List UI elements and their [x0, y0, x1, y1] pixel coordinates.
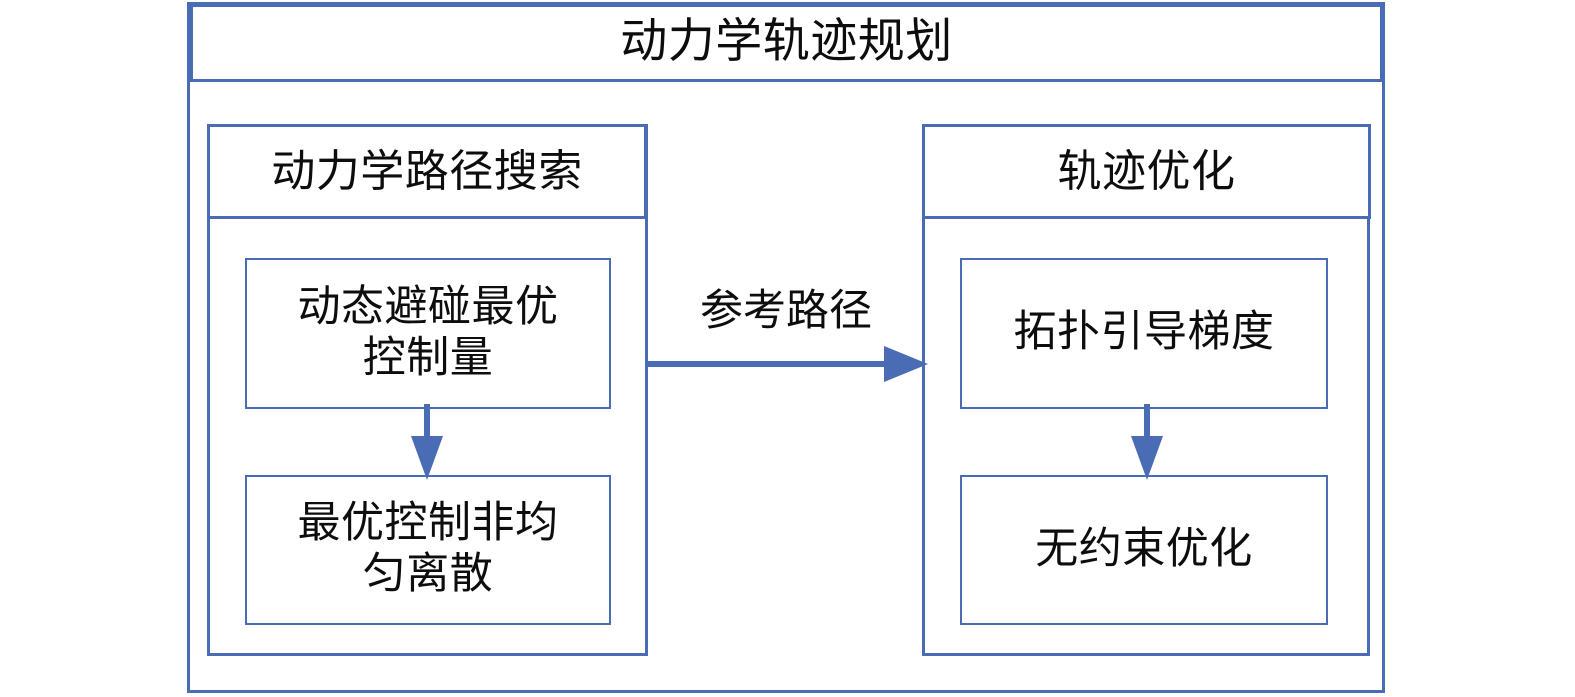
- panel-header-label-dynamic-path-search: 动力学路径搜索: [271, 146, 583, 196]
- step-label-topology-guided-gradient: 拓扑引导梯度: [1013, 309, 1275, 357]
- arrow-right-icon-reference-path: [646, 346, 928, 382]
- panel-header-dynamic-path-search: 动力学路径搜索: [207, 124, 647, 219]
- step-box-nonuniform-discretization: 最优控制非均 匀离散: [245, 475, 611, 625]
- panel-header-trajectory-optimization: 轨迹优化: [922, 124, 1371, 219]
- arrow-label-reference-path: 参考路径: [700, 288, 872, 335]
- arrow-down-icon-left-column: [411, 404, 443, 480]
- step-label-unconstrained-optimization: 无约束优化: [1035, 525, 1253, 573]
- step-label-dynamic-obstacle-avoidance: 动态避碰最优 控制量: [297, 283, 559, 382]
- step-box-unconstrained-optimization: 无约束优化: [960, 475, 1328, 625]
- panel-header-label-trajectory-optimization: 轨迹优化: [1057, 146, 1236, 196]
- arrow-down-icon-right-column: [1131, 404, 1163, 480]
- step-label-nonuniform-discretization: 最优控制非均 匀离散: [297, 500, 559, 598]
- diagram-title: 动力学轨迹规划: [620, 16, 953, 69]
- step-box-topology-guided-gradient: 拓扑引导梯度: [960, 258, 1328, 409]
- diagram-title-box: 动力学轨迹规划: [190, 4, 1383, 82]
- step-box-dynamic-obstacle-avoidance: 动态避碰最优 控制量: [245, 258, 611, 409]
